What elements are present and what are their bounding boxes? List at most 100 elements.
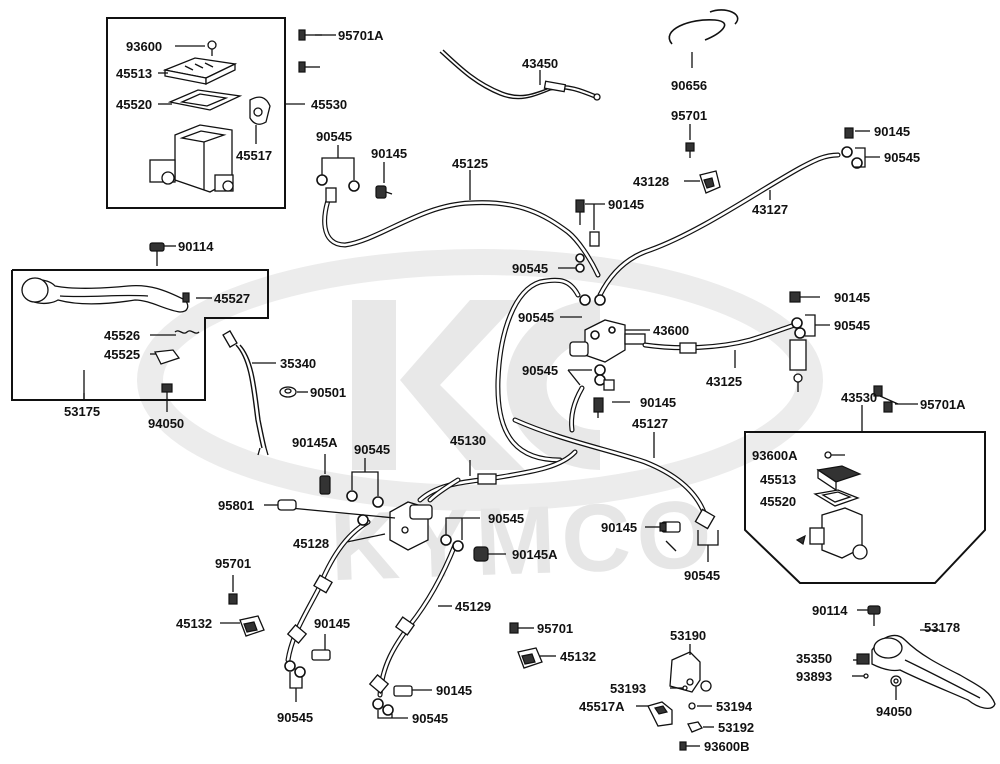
label-90145-c: 90145 xyxy=(608,197,644,212)
brake-hose-45127-mid-icon xyxy=(512,417,716,530)
label-95701-bottom: 95701 xyxy=(537,621,573,636)
label-45513-front: 45513 xyxy=(116,66,152,81)
label-90114-b: 90114 xyxy=(812,603,848,618)
label-90545-d: 90545 xyxy=(518,310,554,325)
label-45130: 45130 xyxy=(450,433,486,448)
part-labels: 93600 45513 45520 45530 45517 95701A 905… xyxy=(64,28,966,754)
bolt-95701-bottom-icon xyxy=(509,622,519,634)
label-43128: 43128 xyxy=(633,174,669,189)
label-90145-f: 90145 xyxy=(601,520,637,535)
label-43127-top: 43127 xyxy=(752,202,788,217)
label-35340: 35340 xyxy=(280,356,316,371)
reservoir-cover-45513b-icon xyxy=(816,465,862,492)
label-90545-l: 90545 xyxy=(412,711,448,726)
label-95701-top: 95701 xyxy=(671,108,707,123)
clip-43128-icon xyxy=(699,170,721,194)
bolt-90145A-bottom-icon xyxy=(473,546,506,562)
screw-94050-b-icon xyxy=(890,675,902,687)
watermark-brand: KYMCO xyxy=(328,481,719,601)
label-43450: 43450 xyxy=(522,56,558,71)
brake-hose-45130-icon xyxy=(417,449,578,503)
switch-45525-icon xyxy=(154,349,181,365)
label-94050-b: 94050 xyxy=(876,704,912,719)
label-45520-rear: 45520 xyxy=(760,494,796,509)
label-90545-a: 90545 xyxy=(316,129,352,144)
pin-45527-icon xyxy=(182,292,190,303)
bracket-53190-icon xyxy=(669,651,712,693)
label-95701A-top: 95701A xyxy=(338,28,384,43)
label-90145-d: 90145 xyxy=(640,395,676,410)
label-45525: 45525 xyxy=(104,347,140,362)
label-90145-h: 90145 xyxy=(436,683,472,698)
label-45513-rear: 45513 xyxy=(760,472,796,487)
bolts-90145-c-icon xyxy=(575,199,600,273)
brake-hose-43125-icon xyxy=(642,317,806,354)
label-45517: 45517 xyxy=(236,148,272,163)
label-53192: 53192 xyxy=(718,720,754,735)
bolts-95701A-top-icon xyxy=(298,29,322,73)
label-45127: 45127 xyxy=(632,416,668,431)
label-90145A-bottom: 90145A xyxy=(512,547,558,562)
label-90145A-top: 90145A xyxy=(292,435,338,450)
pin-53193-icon xyxy=(670,685,688,691)
label-90656: 90656 xyxy=(671,78,707,93)
label-53194: 53194 xyxy=(716,699,753,714)
master-cylinder-box-front xyxy=(106,17,305,209)
label-93600: 93600 xyxy=(126,39,162,54)
group-box-45530 xyxy=(106,17,286,209)
diaphragm-45520b-icon xyxy=(813,489,860,507)
master-cylinder-body-icon xyxy=(149,124,234,193)
bolts-95701A-right-icon xyxy=(873,385,899,413)
brake-hose-45125-icon xyxy=(316,174,601,278)
screw-93600B-icon xyxy=(679,741,700,751)
brake-cable-43450-icon xyxy=(439,49,601,101)
spring-45526-icon xyxy=(174,330,200,334)
bolt-90145-h-icon xyxy=(659,521,681,533)
screw-93893-icon xyxy=(852,673,869,679)
lever-box-left xyxy=(11,269,269,401)
label-43530: 43530 xyxy=(841,390,877,405)
brake-hose-45129-icon xyxy=(368,542,458,716)
diaphragm-45520-icon xyxy=(167,89,243,111)
label-95701A-right: 95701A xyxy=(920,397,966,412)
brake-hose-left-lower-icon xyxy=(284,514,371,678)
bolt-90114-b-icon xyxy=(867,605,881,626)
label-45530: 45530 xyxy=(311,97,347,112)
label-93600A: 93600A xyxy=(752,448,798,463)
label-90545-i: 90545 xyxy=(488,511,524,526)
kymco-watermark: KYMCO xyxy=(137,249,823,601)
bolt-95701-top-icon xyxy=(685,142,695,158)
bolt-90145-a-icon xyxy=(375,185,393,199)
clip-45132-a-icon xyxy=(239,615,265,637)
label-94050-a: 94050 xyxy=(148,416,184,431)
label-90545-g: 90545 xyxy=(834,318,870,333)
label-53175: 53175 xyxy=(64,404,100,419)
reservoir-cover-45513-icon xyxy=(162,57,238,86)
bolt-90145-e-icon xyxy=(789,291,820,392)
label-90545-k: 90545 xyxy=(277,710,313,725)
label-45520-front: 45520 xyxy=(116,97,152,112)
switch-35350-icon xyxy=(856,653,870,665)
screw-94050-a-icon xyxy=(161,383,173,400)
rear-master-cylinder-body-icon xyxy=(795,507,868,560)
label-43125: 43125 xyxy=(706,374,742,389)
label-45125: 45125 xyxy=(452,156,488,171)
bolt-95801-icon xyxy=(277,499,297,511)
switch-45517A-icon xyxy=(647,701,673,727)
label-53178: 53178 xyxy=(924,620,960,635)
label-45527: 45527 xyxy=(214,291,250,306)
label-95701-mid: 95701 xyxy=(215,556,251,571)
label-90545-h: 90545 xyxy=(354,442,390,457)
label-90545-c: 90545 xyxy=(512,261,548,276)
label-90145-e: 90145 xyxy=(834,290,870,305)
screw-93600-icon xyxy=(207,40,217,56)
label-93893: 93893 xyxy=(796,669,832,684)
label-90545-b: 90545 xyxy=(884,150,920,165)
label-95801: 95801 xyxy=(218,498,254,513)
bolt-90145-f-icon xyxy=(311,649,331,661)
screw-93600A-icon xyxy=(824,451,845,459)
label-45132-b: 45132 xyxy=(560,649,596,664)
label-90145-g: 90145 xyxy=(314,616,350,631)
label-43600: 43600 xyxy=(653,323,689,338)
